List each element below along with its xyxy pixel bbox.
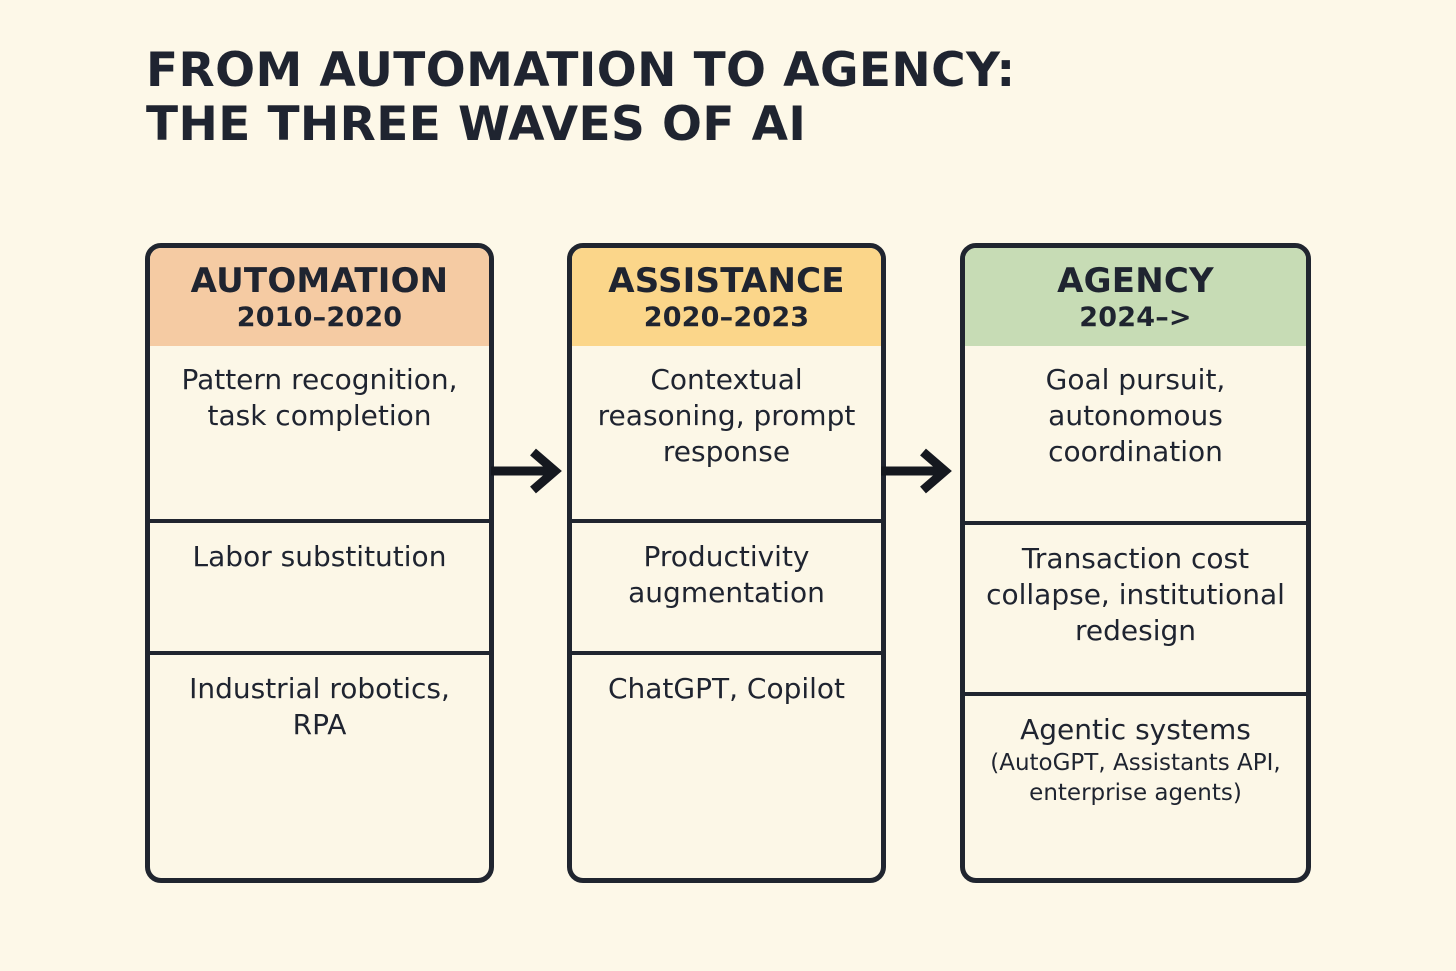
wave-row-subtext: (AutoGPT, Assistants API, enterprise age…	[990, 750, 1281, 806]
wave-row: Productivity augmentation	[572, 518, 881, 651]
wave-row-text: Productivity augmentation	[628, 539, 825, 610]
page-title: FROM AUTOMATION TO AGENCY: THE THREE WAV…	[146, 44, 1246, 151]
wave-header-assistance: ASSISTANCE 2020–2023	[572, 248, 881, 346]
wave-row: Transaction cost collapse, institutional…	[965, 520, 1306, 692]
wave-card-assistance: ASSISTANCE 2020–2023 Contextual reasonin…	[567, 243, 886, 883]
page-title-line-2: THE THREE WAVES OF AI	[146, 96, 807, 152]
wave-card-agency: AGENCY 2024–> Goal pursuit, autonomous c…	[960, 243, 1311, 883]
wave-row: Goal pursuit, autonomous coordination	[965, 346, 1306, 521]
wave-body-agency: Goal pursuit, autonomous coordination Tr…	[965, 346, 1306, 878]
wave-row-text: Pattern recognition, task completion	[181, 362, 458, 433]
wave-period-automation: 2010–2020	[236, 302, 403, 334]
arrow-right-icon	[489, 446, 565, 496]
wave-name-automation: AUTOMATION	[190, 261, 449, 301]
wave-row: Labor substitution	[150, 518, 489, 651]
wave-name-agency: AGENCY	[1057, 261, 1214, 301]
wave-row: ChatGPT, Copilot	[572, 650, 881, 878]
wave-row: Contextual reasoning, prompt response	[572, 346, 881, 519]
arrow-right-icon	[879, 446, 955, 496]
wave-header-agency: AGENCY 2024–>	[965, 248, 1306, 346]
arrow-right-glyph	[881, 448, 952, 494]
wave-row-text: Labor substitution	[192, 539, 447, 573]
wave-row-text: Transaction cost collapse, institutional…	[986, 541, 1285, 648]
wave-period-agency: 2024–>	[1079, 302, 1192, 334]
wave-row-text: Agentic systems	[1020, 712, 1251, 746]
wave-header-automation: AUTOMATION 2010–2020	[150, 248, 489, 346]
wave-row: Pattern recognition, task completion	[150, 346, 489, 519]
wave-name-assistance: ASSISTANCE	[608, 261, 845, 301]
wave-row-text: Contextual reasoning, prompt response	[597, 362, 856, 469]
wave-body-automation: Pattern recognition, task completion Lab…	[150, 346, 489, 878]
wave-row-text: Industrial robotics, RPA	[189, 671, 450, 742]
wave-row: Industrial robotics, RPA	[150, 650, 489, 878]
wave-row: Agentic systems (AutoGPT, Assistants API…	[965, 691, 1306, 878]
wave-row-text: Goal pursuit, autonomous coordination	[1045, 362, 1226, 469]
arrow-right-glyph	[491, 448, 562, 494]
wave-period-assistance: 2020–2023	[643, 302, 810, 334]
wave-row-text: ChatGPT, Copilot	[607, 671, 846, 705]
wave-body-assistance: Contextual reasoning, prompt response Pr…	[572, 346, 881, 878]
wave-card-automation: AUTOMATION 2010–2020 Pattern recognition…	[145, 243, 494, 883]
page-title-line-1: FROM AUTOMATION TO AGENCY:	[146, 43, 1016, 98]
